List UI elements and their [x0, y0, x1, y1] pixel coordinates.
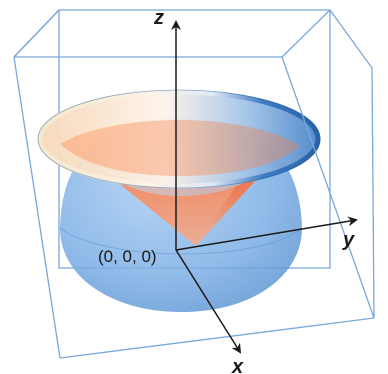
box-edge — [13, 9, 60, 58]
box-edge — [281, 9, 331, 58]
y-axis — [175, 216, 358, 251]
cone-rim — [37, 89, 321, 189]
x-axis-label: x — [231, 356, 244, 374]
origin-label: (0, 0, 0) — [98, 247, 157, 266]
box-back-face — [58, 9, 331, 269]
box-edge — [13, 56, 61, 359]
x-axis — [175, 249, 242, 354]
bounding-box-front — [13, 9, 375, 359]
cone-lower-face — [110, 176, 240, 246]
cone-rim-outline — [37, 89, 321, 189]
z-axis-label: z — [153, 7, 164, 29]
cone-inner-shade — [60, 120, 300, 176]
box-edge — [281, 56, 375, 319]
cone-opening — [40, 92, 318, 186]
axes — [171, 20, 358, 354]
hemisphere-equator — [59, 227, 303, 255]
bounding-box — [58, 9, 331, 269]
box-edge — [371, 67, 375, 319]
y-axis-label: y — [342, 229, 355, 251]
box-edge — [59, 317, 375, 359]
box-edge — [329, 9, 373, 69]
